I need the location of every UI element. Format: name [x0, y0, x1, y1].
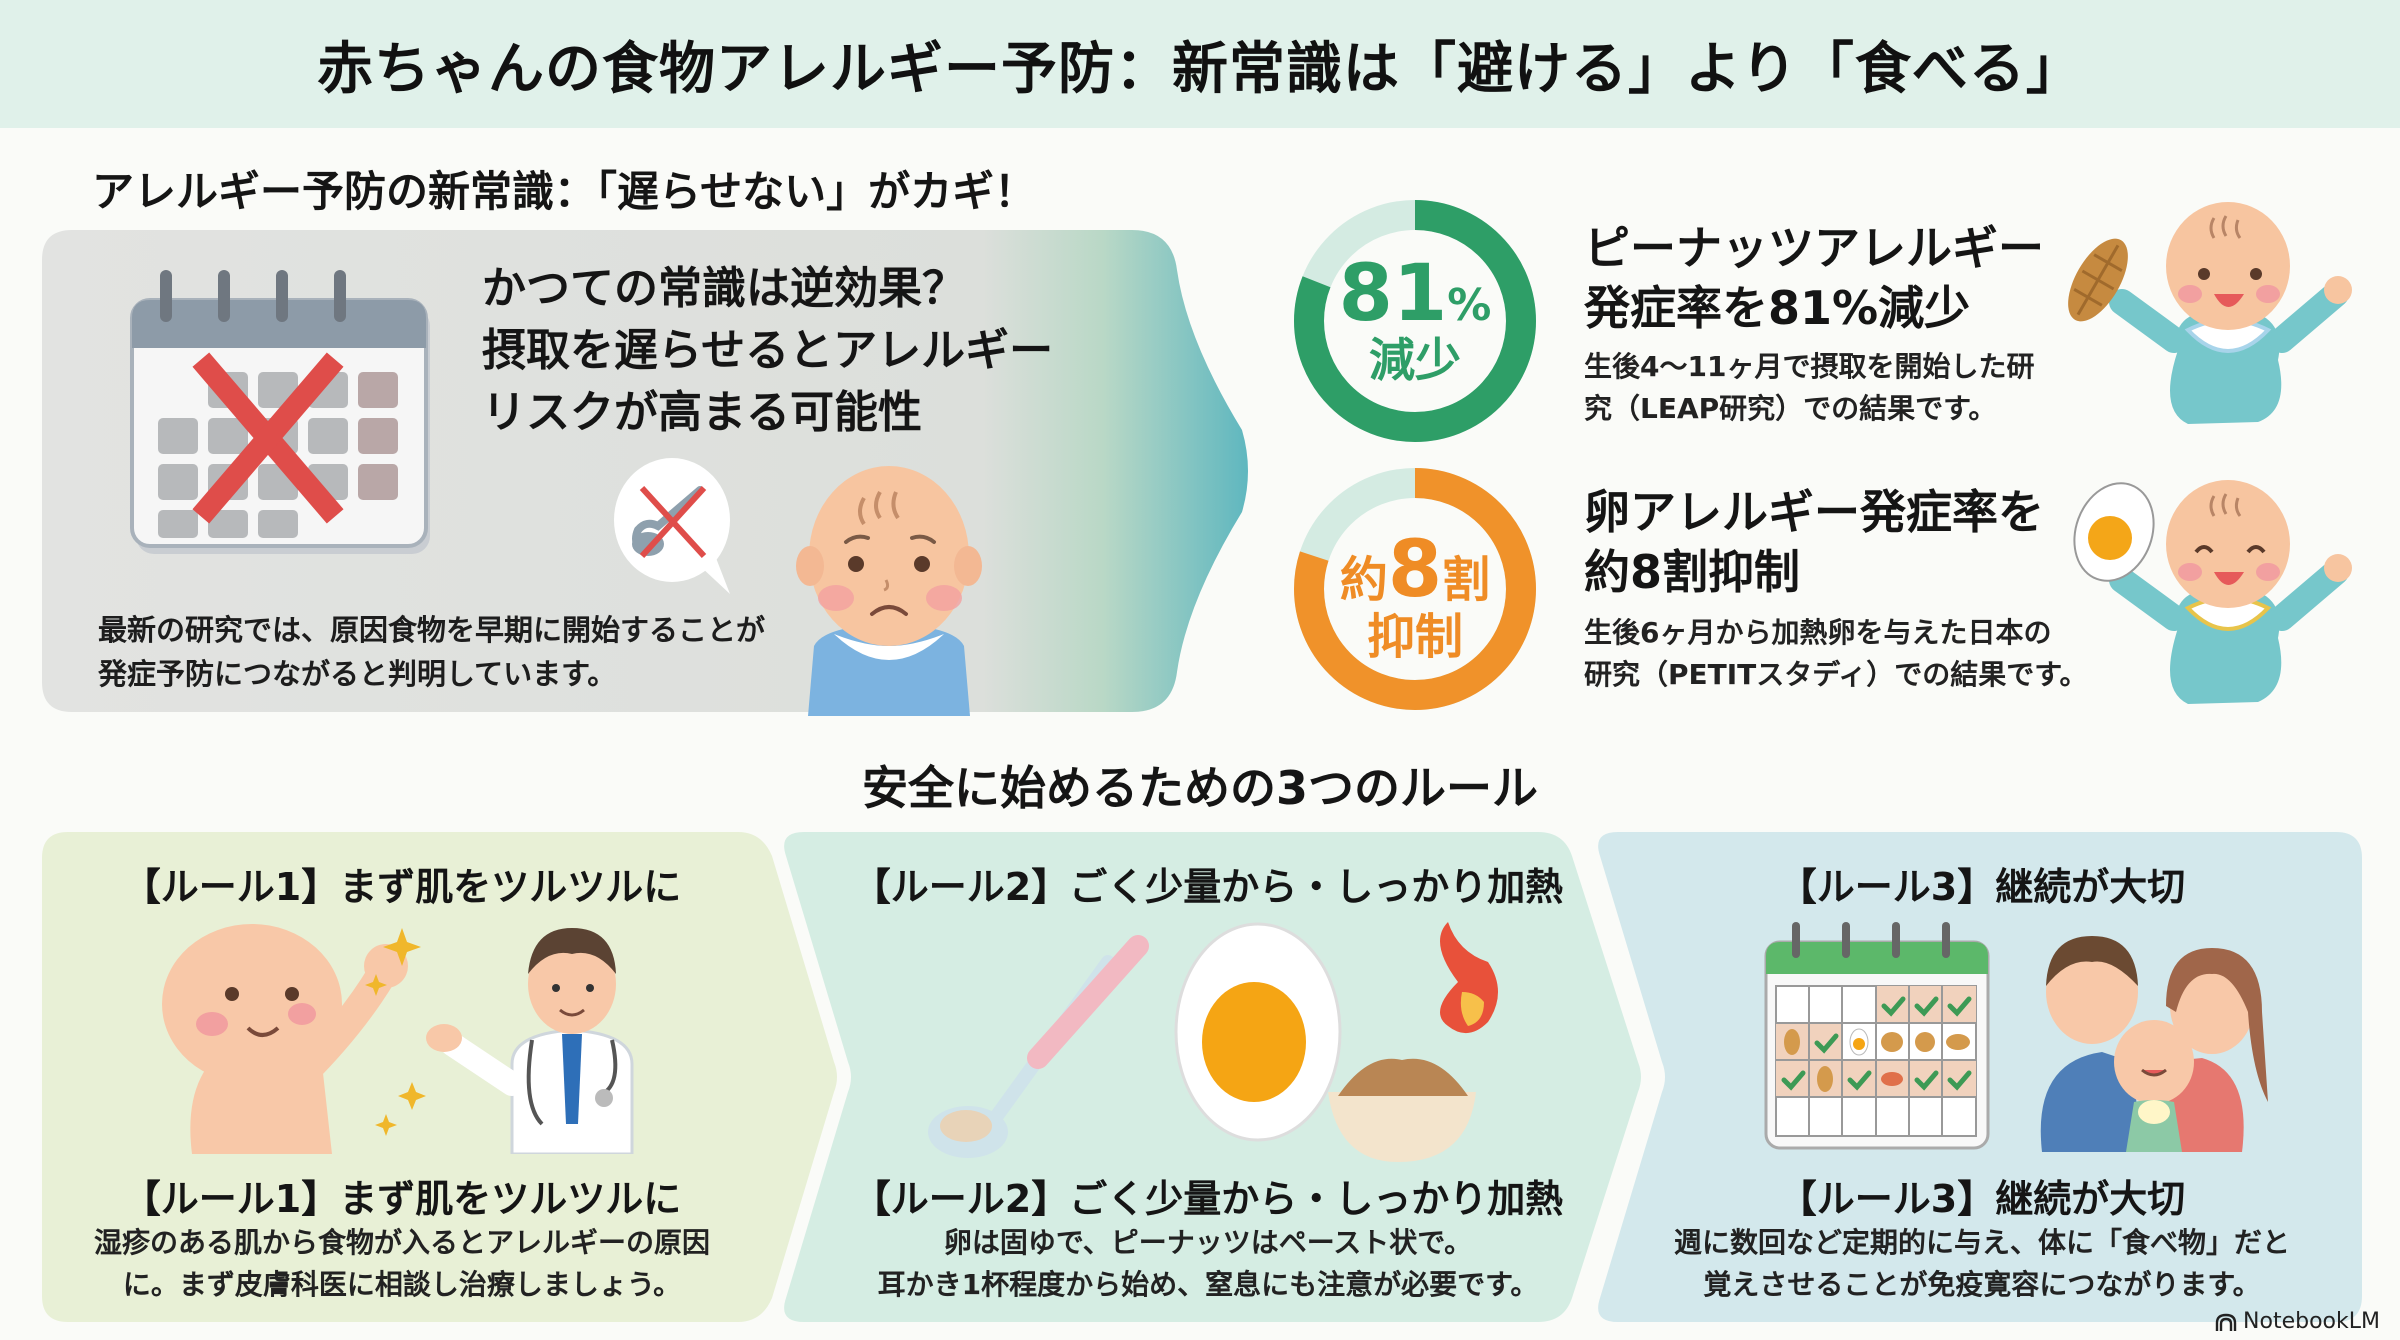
rule-body: 湿疹のある肌から食物が入るとアレルギーの原因 に。まず皮膚科医に相談し治療しまし…: [42, 1222, 762, 1306]
rule-card-1: 【ルール1】まず肌をツルツルに 【ルール1】まず肌をツルツルに 湿疹のある肌から…: [42, 832, 842, 1322]
notebooklm-logo-icon: [2215, 1313, 2237, 1331]
body-line: 湿疹のある肌から食物が入るとアレルギーの原因: [93, 1226, 710, 1259]
rule-body: 卵は固ゆで、ピーナッツはペースト状で。 耳かき1杯程度から始め、窒息にも注意が必…: [818, 1222, 1598, 1306]
ring-prefix: 約: [1339, 552, 1388, 608]
old-belief-panel: かつての常識は逆効果？ 摂取を遅らせるとアレルギー リスクが高まる可能性 最新の…: [42, 230, 1254, 716]
old-belief-body: 最新の研究では、原因食物を早期に開始することが 発症予防につながると判明していま…: [98, 608, 765, 696]
title-line: 卵アレルギー発症率を: [1584, 485, 2044, 539]
section-title-prevention: アレルギー予防の新常識：「遅らせない」がカギ！: [92, 167, 1037, 216]
desc-line: 究（LEAP研究）での結果です。: [1584, 392, 1997, 425]
ring-unit: 割: [1442, 552, 1491, 608]
rule-body: 週に数回など定期的に与え、体に「食べ物」だと 覚えさせることが免疫寛容につながり…: [1632, 1222, 2332, 1306]
brand-label: NotebookLM: [2243, 1309, 2380, 1334]
headline-line: リスクが高まる可能性: [482, 387, 922, 438]
ring-unit: %: [1447, 280, 1492, 331]
title-line: ピーナッツアレルギー: [1584, 221, 2044, 275]
desc-line: 研究（PETITスタディ）での結果です。: [1584, 658, 2088, 691]
desc-line: 生後6ヶ月から加熱卵を与えた日本の: [1584, 616, 2052, 649]
ring-label: 約8割 抑制: [1290, 529, 1540, 665]
ring-label: 81% 減少: [1290, 253, 1540, 387]
stat-egg: 約8割 抑制 卵アレルギー発症率を 約8割抑制 生後6ヶ月から加熱卵を与えた日本…: [1290, 464, 2390, 724]
progress-ring-80: [1294, 468, 1536, 710]
stat-desc: 生後4〜11ヶ月で摂取を開始した研 究（LEAP研究）での結果です。: [1584, 346, 2034, 430]
headline-line: 摂取を遅らせるとアレルギー: [482, 325, 1054, 376]
ring-caption: 抑制: [1366, 608, 1463, 665]
headline-line: かつての常識は逆効果？: [482, 263, 966, 314]
rule-subheading: 【ルール2】ごく少量から・しっかり加熱: [852, 1177, 1564, 1221]
rule-heading: 【ルール2】ごく少量から・しっかり加熱: [852, 865, 1564, 909]
stat-title: ピーナッツアレルギー 発症率を81%減少: [1584, 218, 2044, 338]
spoon-crossed-speech-bubble-icon: [614, 458, 730, 594]
rules-section-title: 安全に始めるための3つのルール: [861, 761, 1538, 815]
page-title: 赤ちゃんの食物アレルギー予防：新常識は「避ける」より「食べる」: [317, 36, 2083, 102]
sad-baby-icon: [796, 466, 982, 716]
body-line: 卵は固ゆで、ピーナッツはペースト状で。: [943, 1226, 1473, 1259]
ring-caption: 減少: [1369, 332, 1461, 387]
baby-with-egg-icon: [2073, 480, 2352, 704]
title-line: 発症率を81%減少: [1584, 281, 1971, 335]
body-line: 週に数回など定期的に与え、体に「食べ物」だと: [1673, 1226, 2290, 1259]
notebooklm-watermark: NotebookLM: [2215, 1309, 2380, 1334]
header-banner: 赤ちゃんの食物アレルギー予防：新常識は「避ける」より「食べる」: [0, 0, 2400, 128]
baby-with-peanut-icon: [2068, 202, 2352, 424]
baby-and-doctor-icon: [162, 924, 634, 1154]
ring-value: 81: [1338, 249, 1448, 339]
spoon-egg-peanut-paste-fire-icon: [928, 922, 1498, 1162]
title-line: 約8割抑制: [1584, 545, 1801, 599]
rule-heading: 【ルール1】まず肌をツルツルに: [122, 865, 682, 909]
body-line: 最新の研究では、原因食物を早期に開始することが: [98, 613, 766, 647]
stat-desc: 生後6ヶ月から加熱卵を与えた日本の 研究（PETITスタディ）での結果です。: [1584, 612, 2088, 696]
ring-value: 8: [1387, 525, 1443, 615]
rule-subheading: 【ルール3】継続が大切: [1778, 1177, 2186, 1221]
rule-heading: 【ルール3】継続が大切: [1778, 865, 2186, 909]
body-line: に。まず皮膚科医に相談し治療しましょう。: [122, 1268, 682, 1301]
rule-card-3: 【ルール3】継続が大切: [1592, 832, 2362, 1322]
body-line: 発症予防につながると判明しています。: [98, 657, 617, 691]
body-line: 覚えさせることが免疫寛容につながります。: [1703, 1268, 2261, 1301]
old-belief-headline: かつての常識は逆効果？ 摂取を遅らせるとアレルギー リスクが高まる可能性: [482, 258, 1053, 444]
rule-subheading: 【ルール1】まず肌をツルツルに: [122, 1177, 682, 1221]
progress-ring-81: [1294, 200, 1536, 442]
stat-peanut: 81% 減少 ピーナッツアレルギー 発症率を81%減少 生後4〜11ヶ月で摂取を…: [1290, 196, 2390, 446]
rule-card-2: 【ルール2】ごく少量から・しっかり加熱 【ルール2】ごく少量から・しっかり加熱 …: [778, 832, 1648, 1322]
calendar-checks-family-icon: [1764, 922, 2268, 1152]
body-line: 耳かき1杯程度から始め、窒息にも注意が必要です。: [877, 1268, 1539, 1301]
desc-line: 生後4〜11ヶ月で摂取を開始した研: [1584, 350, 2035, 383]
calendar-crossed-icon: [130, 270, 430, 554]
stat-title: 卵アレルギー発症率を 約8割抑制: [1584, 482, 2044, 602]
